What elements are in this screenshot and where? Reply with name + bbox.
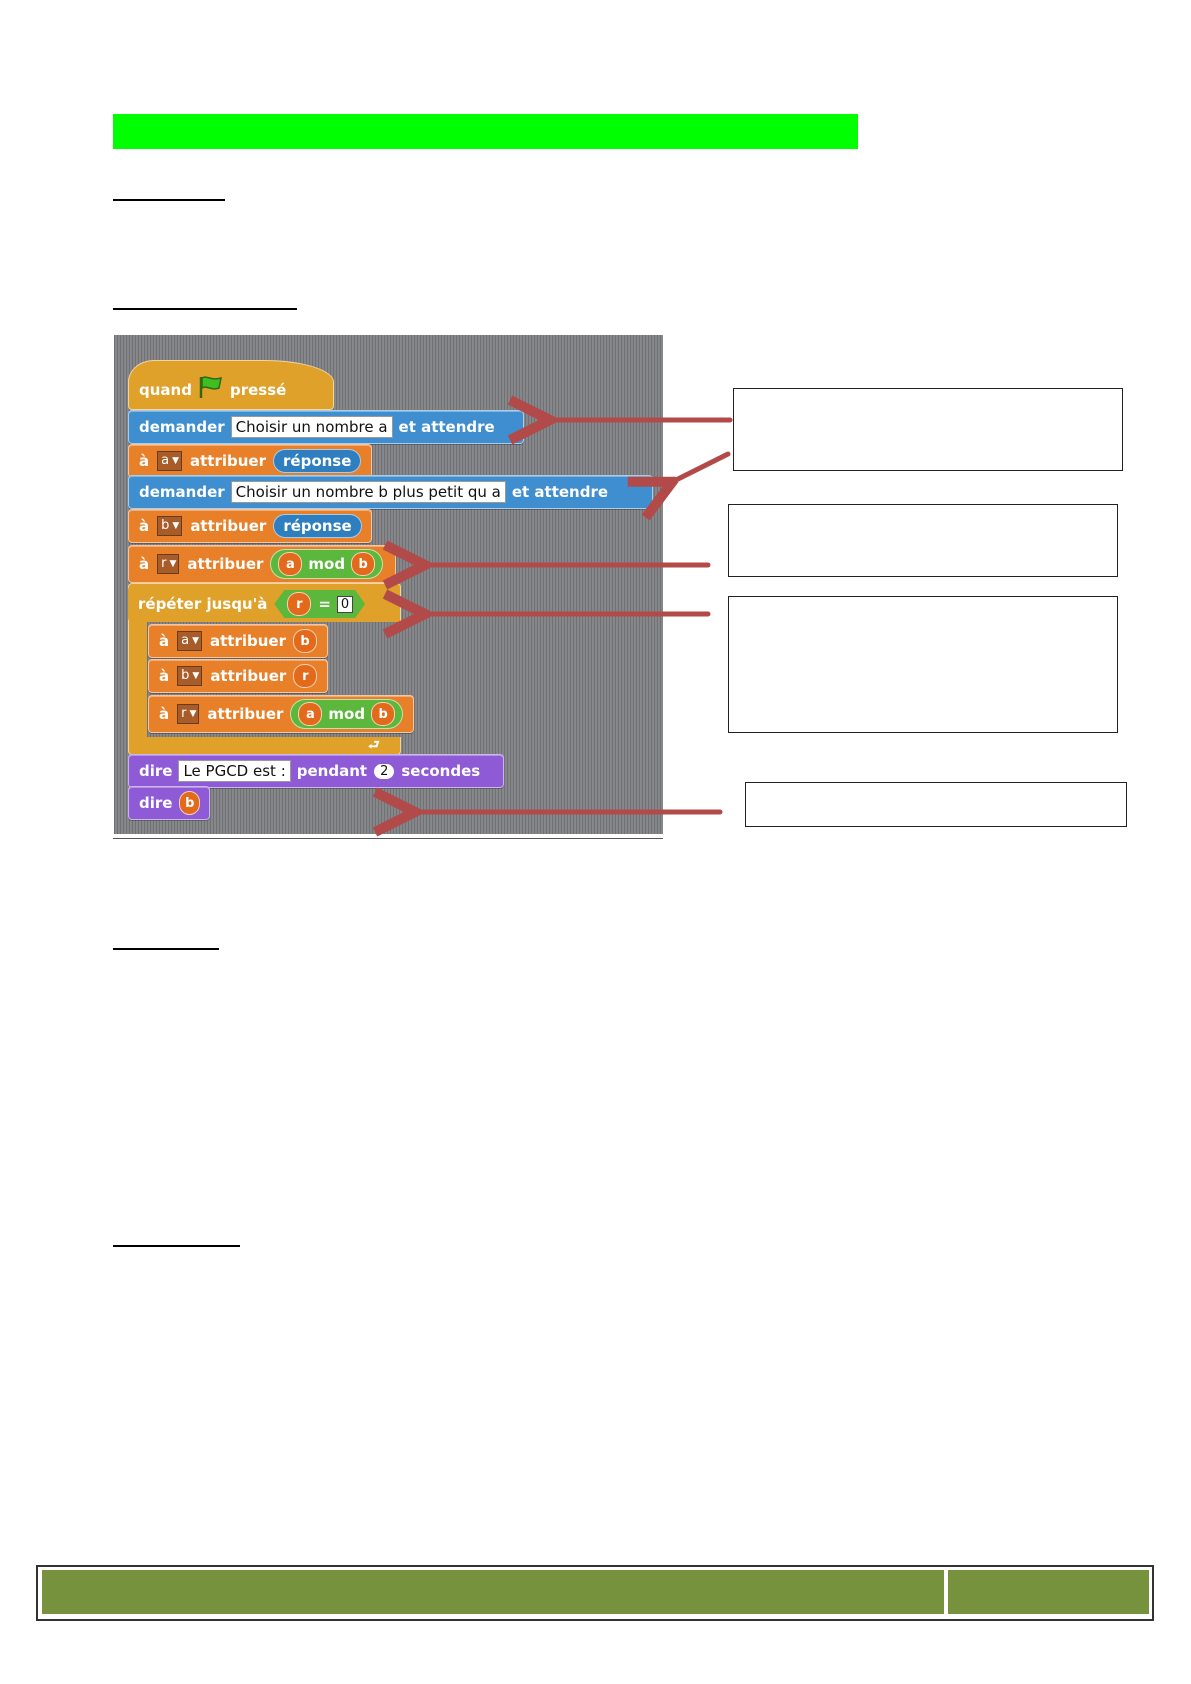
assign-keyword: attribuer (187, 555, 264, 573)
chevron-down-icon: ▼ (192, 671, 200, 681)
variable-name: a (181, 633, 190, 648)
ask-text-field[interactable]: Choisir un nombre a (230, 416, 393, 438)
annotation-box-4[interactable] (745, 782, 1127, 827)
variable-reporter[interactable]: b (293, 629, 318, 653)
assign-keyword: attribuer (190, 452, 267, 470)
set-b-block[interactable]: à b▼ attribuer réponse (128, 509, 372, 543)
annotation-box-2[interactable] (728, 504, 1118, 577)
variable-dropdown[interactable]: b▼ (157, 516, 183, 536)
seconds-keyword: secondes (401, 762, 481, 780)
for-keyword: pendant (296, 762, 368, 780)
to-keyword: à (159, 667, 170, 685)
mod-operator[interactable]: a mod b (270, 549, 384, 579)
variable-dropdown[interactable]: a▼ (157, 451, 183, 471)
loop-set-a-block[interactable]: à a▼ attribuer b (148, 624, 328, 658)
variable-reporter[interactable]: r (293, 664, 318, 688)
say-keyword: dire (139, 794, 173, 812)
ask-b-block[interactable]: demander Choisir un nombre b plus petit … (128, 475, 653, 509)
chevron-down-icon: ▼ (169, 559, 177, 569)
title-highlight-bar (113, 114, 858, 149)
variable-reporter[interactable]: b (179, 791, 200, 815)
ask-text-field[interactable]: Choisir un nombre b plus petit qu a (230, 481, 506, 503)
say-block[interactable]: dire b (128, 786, 210, 820)
seconds-field[interactable]: 2 (374, 763, 395, 779)
variable-reporter[interactable]: b (371, 702, 396, 726)
variable-reporter[interactable]: a (298, 702, 323, 726)
figure-bottom-line (113, 838, 663, 839)
arrow-2 (668, 451, 731, 484)
chevron-down-icon: ▼ (189, 709, 197, 719)
assign-keyword: attribuer (210, 632, 287, 650)
say-text-field[interactable]: Le PGCD est : (178, 760, 291, 782)
say-keyword: dire (139, 762, 173, 780)
assign-keyword: attribuer (207, 705, 284, 723)
repeat-until-header[interactable]: répéter jusqu'à r = 0 (128, 586, 396, 622)
answer-reporter[interactable]: réponse (273, 449, 362, 473)
loop-set-b-block[interactable]: à b▼ attribuer r (148, 659, 328, 693)
variable-dropdown[interactable]: b▼ (177, 666, 203, 686)
footer-main-cell (42, 1570, 944, 1614)
assign-keyword: attribuer (190, 517, 267, 535)
footer-page-cell (948, 1570, 1149, 1614)
when-flag-clicked-block[interactable]: quand pressé (128, 360, 334, 410)
ask-keyword: demander (139, 483, 225, 501)
equals-sign: = (318, 595, 331, 613)
heading-underline-2 (113, 308, 297, 310)
ask-a-block[interactable]: demander Choisir un nombre a et attendre (128, 410, 524, 444)
mod-operator[interactable]: a mod b (290, 699, 404, 729)
wait-keyword: et attendre (398, 418, 495, 436)
set-a-block[interactable]: à a▼ attribuer réponse (128, 444, 372, 478)
wait-keyword: et attendre (511, 483, 609, 501)
set-r-block[interactable]: à r▼ attribuer a mod b (128, 545, 396, 583)
chevron-down-icon: ▼ (192, 636, 200, 646)
to-keyword: à (139, 555, 150, 573)
chevron-down-icon: ▼ (172, 456, 180, 466)
annotation-box-1[interactable] (733, 388, 1123, 471)
variable-dropdown[interactable]: r▼ (157, 554, 180, 574)
to-keyword: à (159, 632, 170, 650)
mod-keyword: mod (328, 705, 366, 723)
hat-keyword: quand (139, 381, 192, 399)
heading-underline-3 (113, 948, 219, 950)
loop-set-r-block[interactable]: à r▼ attribuer a mod b (148, 695, 414, 733)
equals-operator[interactable]: r = 0 (274, 590, 365, 618)
variable-reporter[interactable]: b (351, 552, 376, 576)
variable-reporter[interactable]: a (278, 552, 303, 576)
number-field[interactable]: 0 (337, 596, 353, 613)
variable-dropdown[interactable]: a▼ (177, 631, 203, 651)
variable-reporter[interactable]: r (287, 592, 311, 616)
loop-return-icon: ⮐ (368, 738, 380, 753)
annotation-box-3[interactable] (728, 596, 1118, 733)
say-for-secs-block[interactable]: dire Le PGCD est : pendant 2 secondes (128, 754, 504, 788)
variable-dropdown[interactable]: r▼ (177, 704, 200, 724)
to-keyword: à (139, 452, 150, 470)
hat-keyword-2: pressé (229, 381, 287, 399)
chevron-down-icon: ▼ (172, 521, 180, 531)
ask-keyword: demander (139, 418, 225, 436)
assign-keyword: attribuer (210, 667, 287, 685)
variable-name: r (161, 556, 167, 571)
variable-name: b (181, 668, 190, 683)
mod-keyword: mod (308, 555, 346, 573)
variable-name: a (161, 453, 170, 468)
repeat-until-keyword: répéter jusqu'à (138, 595, 268, 613)
heading-underline-4 (113, 1245, 240, 1247)
variable-name: r (181, 706, 187, 721)
answer-reporter[interactable]: réponse (273, 514, 362, 538)
heading-underline-1 (113, 199, 225, 201)
to-keyword: à (139, 517, 150, 535)
green-flag-icon (198, 375, 224, 399)
to-keyword: à (159, 705, 170, 723)
variable-name: b (161, 518, 170, 533)
